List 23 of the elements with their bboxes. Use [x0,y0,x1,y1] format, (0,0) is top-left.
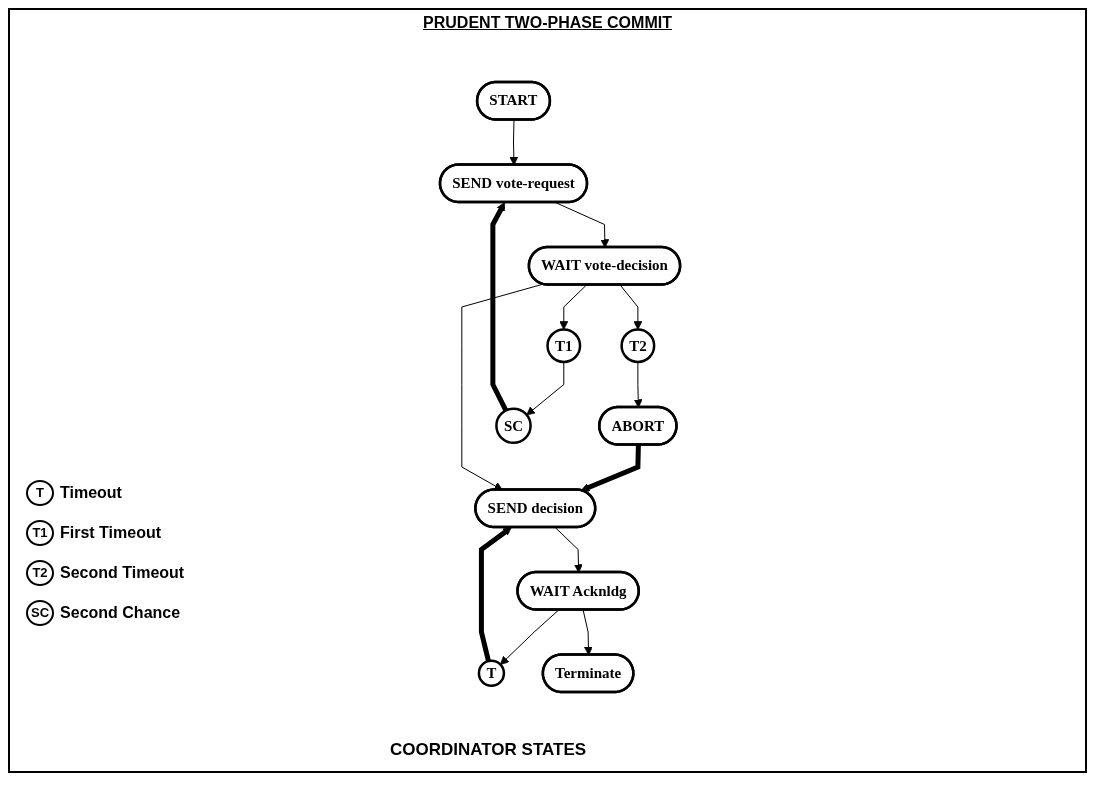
arrow [633,361,643,408]
legend-text: Second Chance [60,604,181,622]
legend-symbol: T1 [26,520,54,546]
arrow [580,444,641,492]
arrow [559,284,587,330]
caption: COORDINATOR STATES [390,740,587,760]
arrow [554,527,583,573]
diagram-title: PRUDENT TWO-PHASE COMMIT [422,14,673,32]
arrow [490,202,509,412]
legend-text: Second Timeout [60,564,185,582]
legend-text: First Timeout [60,524,162,542]
node-circle: SC [495,407,532,445]
node-circle: T2 [620,328,656,364]
node-circle: T1 [546,328,582,364]
arrow [619,284,643,330]
legend-symbol: SC [26,600,55,626]
arrow [500,609,560,665]
legend-text: Timeout [60,484,122,502]
arrow [478,527,512,662]
legend-symbol: T [26,480,54,506]
node-circle: T [477,659,506,687]
arrow [526,361,565,416]
legend-symbol: T2 [26,560,54,586]
